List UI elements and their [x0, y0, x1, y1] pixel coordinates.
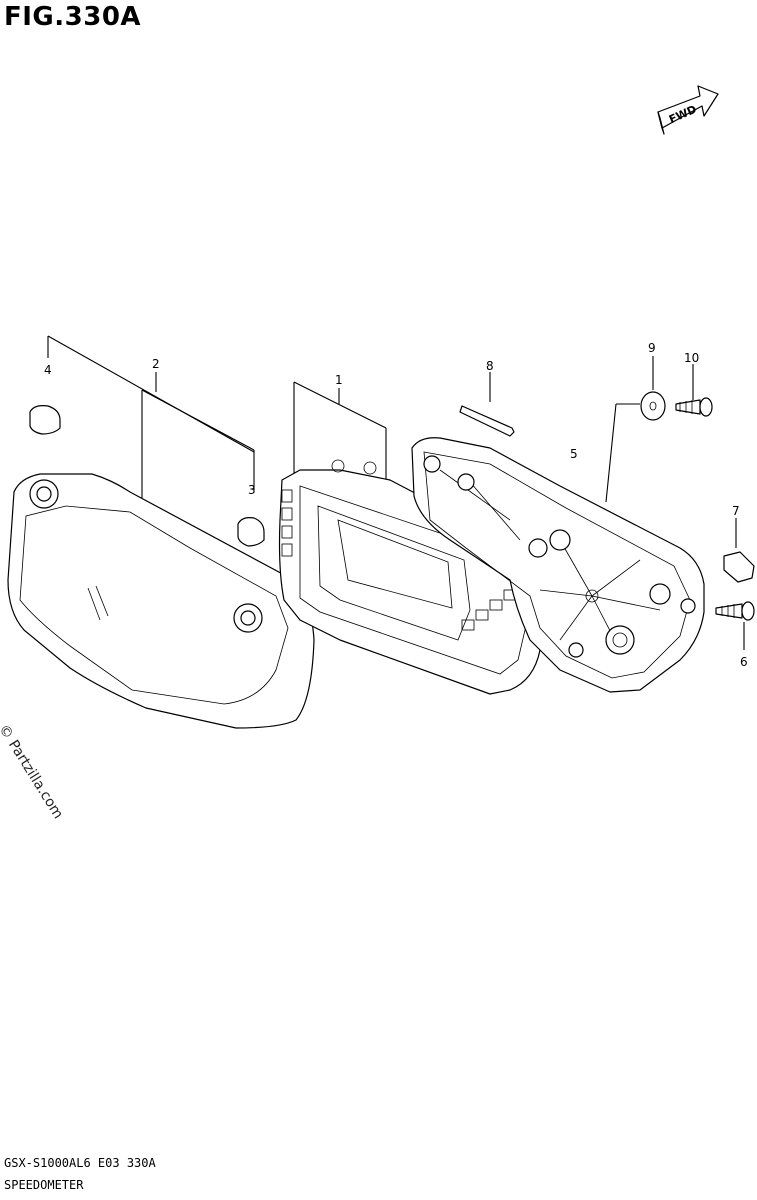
callout-10: 10 — [684, 351, 699, 365]
callout-6: 6 — [740, 655, 748, 669]
part-4-cap — [29, 405, 61, 435]
footer-name: SPEEDOMETER — [4, 1178, 84, 1192]
callout-labels: 1 2 3 4 5 6 7 8 9 10 — [44, 341, 748, 669]
callout-1: 1 — [335, 373, 343, 387]
fwd-arrow-icon: FWD — [657, 85, 719, 135]
callout-9: 9 — [648, 341, 656, 355]
figure-title: FIG.330A — [4, 2, 142, 32]
callout-4: 4 — [44, 363, 52, 377]
part-8-pin — [459, 405, 515, 437]
part-10-screw — [675, 397, 713, 417]
part-3-cap — [237, 517, 265, 547]
part-9-washer — [640, 391, 666, 421]
footer-code: GSX-S1000AL6 E03 330A — [4, 1156, 156, 1170]
part-5-back-case — [411, 437, 705, 693]
leader-lines — [47, 335, 745, 650]
callout-3: 3 — [248, 483, 256, 497]
part-6-screw — [715, 601, 755, 621]
callout-7: 7 — [732, 504, 740, 518]
callout-2: 2 — [152, 357, 160, 371]
callout-5: 5 — [570, 447, 578, 461]
callout-8: 8 — [486, 359, 494, 373]
part-7-clip-nut — [723, 551, 755, 583]
part-2-lens-cover — [7, 473, 315, 729]
